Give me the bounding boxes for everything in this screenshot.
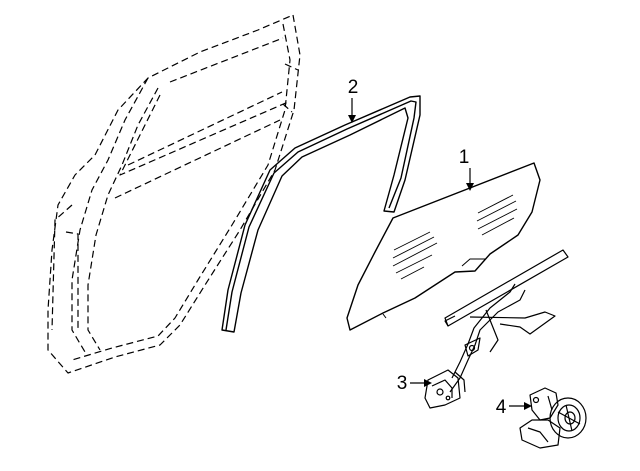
callout-3: 3 [397,373,432,394]
callout-1: 1 [459,147,474,191]
window-regulator-part [424,249,569,409]
door-shell-outline [47,14,301,374]
callout-2: 2 [348,77,359,123]
callout-label: 3 [397,373,408,394]
door-glass-part [346,162,541,331]
callout-label: 4 [496,397,507,418]
callout-label: 1 [459,147,470,168]
regulator-motor-part [519,387,587,449]
callout-label: 2 [348,77,359,98]
callout-4: 4 [496,397,532,418]
run-channel-part [221,95,421,333]
